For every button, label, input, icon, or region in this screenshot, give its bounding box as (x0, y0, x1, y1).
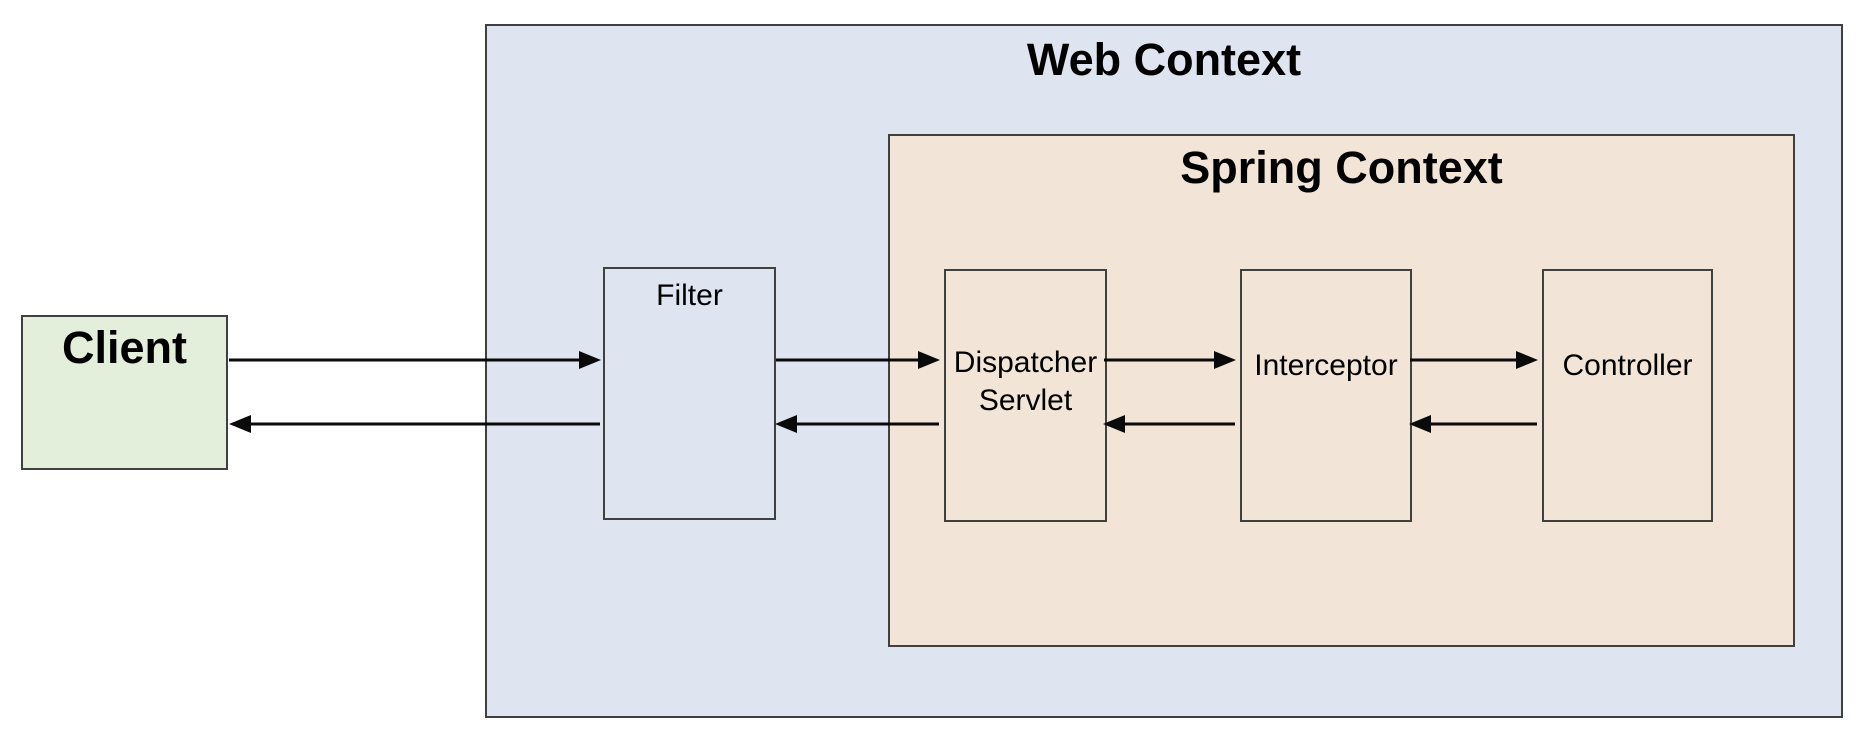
dispatcher-servlet-box: Dispatcher Servlet (944, 269, 1107, 522)
web-context-title: Web Context (1026, 34, 1302, 85)
controller-box: Controller (1542, 269, 1713, 522)
controller-label: Controller (1562, 348, 1693, 382)
web-context-container: Web Context Filter Spring Context Dispat… (485, 24, 1843, 718)
filter-label: Filter (656, 279, 723, 312)
interceptor-box: Interceptor (1240, 269, 1412, 522)
filter-box: Filter (603, 267, 776, 520)
client-box: Client (21, 315, 228, 470)
dispatcher-servlet-label: Dispatcher Servlet (953, 345, 1098, 417)
client-label: Client (61, 322, 187, 373)
spring-context-title: Spring Context (1180, 142, 1503, 193)
interceptor-label: Interceptor (1254, 348, 1398, 382)
spring-context-container: Spring Context Dispatcher Servlet Interc… (888, 134, 1795, 647)
